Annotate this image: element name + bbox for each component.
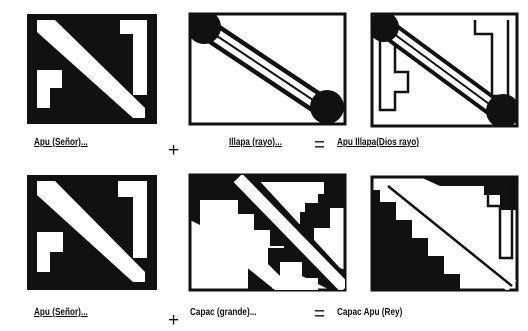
caption-apu-illapa-gloss: (Dios rayo) bbox=[376, 137, 419, 148]
glyph-illapa bbox=[187, 10, 345, 124]
caption-apu-row1: Apu (Señor)... bbox=[34, 137, 88, 148]
glyph-capac-apu bbox=[372, 177, 517, 290]
caption-apu-illapa-main: Apu Illapa bbox=[337, 137, 376, 148]
caption-illapa: Illapa (rayo)... bbox=[229, 137, 282, 148]
plus-operator-row1: + bbox=[168, 141, 179, 160]
glyph-capac bbox=[190, 175, 345, 290]
caption-apu-illapa: Apu Illapa(Dios rayo) bbox=[337, 137, 419, 148]
equals-operator-row1: = bbox=[314, 136, 325, 155]
glyph-apu-illapa bbox=[369, 12, 520, 128]
equals-operator-row2: = bbox=[314, 305, 325, 324]
caption-capac-apu: Capac Apu (Rey) bbox=[337, 307, 402, 318]
caption-apu-row2: Apu (Señor)... bbox=[34, 307, 88, 318]
glyph-apu-row1 bbox=[27, 14, 157, 124]
plus-operator-row2: + bbox=[168, 311, 179, 330]
glyph-apu-row2 bbox=[27, 175, 157, 290]
caption-capac: Capac (grande)... bbox=[190, 307, 257, 318]
